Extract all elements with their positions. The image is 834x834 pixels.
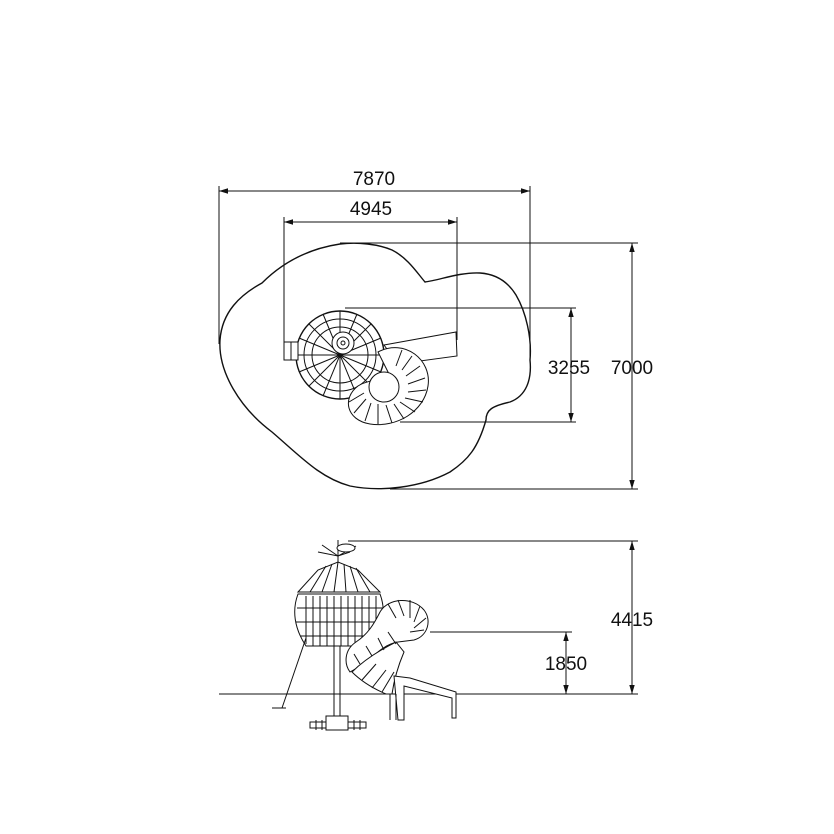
tower-post (333, 646, 341, 718)
base-footing (309, 715, 367, 731)
support-leg (272, 637, 307, 709)
tube-slide-side-view (345, 599, 457, 721)
safety-zone-outline (219, 242, 532, 490)
roof-finial (317, 540, 357, 562)
dim-overall-width: 7870 (353, 169, 395, 190)
dim-platform-height: 1850 (545, 654, 587, 675)
elevation-view: 4415 1850 (219, 540, 653, 731)
dim-inner-width: 4945 (350, 199, 392, 220)
plan-view: 7870 4945 3255 7000 (218, 169, 653, 490)
dim-total-height: 4415 (611, 610, 653, 631)
dim-inner-height: 3255 (548, 358, 590, 379)
dim-overall-height: 7000 (611, 358, 653, 379)
tube-slide-top-view (348, 347, 429, 426)
tower-roof (296, 561, 382, 593)
